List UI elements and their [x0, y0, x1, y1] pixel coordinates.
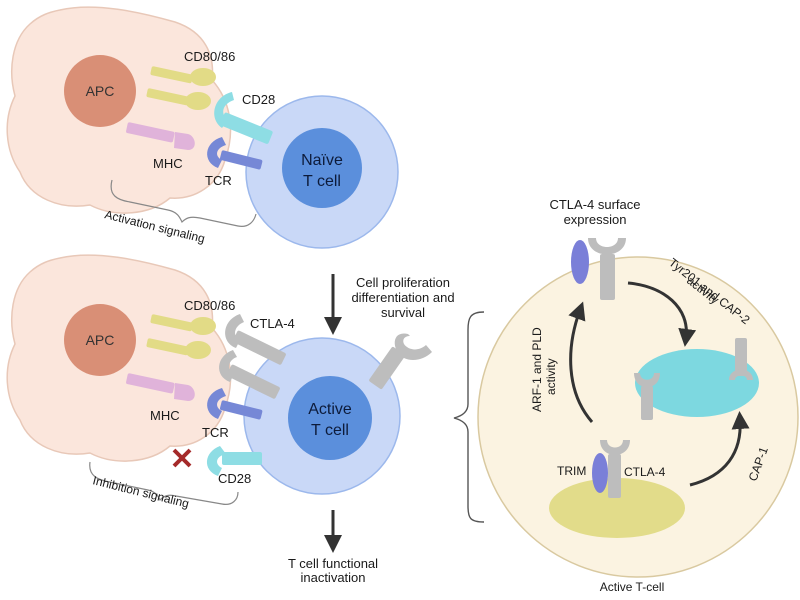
cd80-ligand-top-2 — [146, 88, 211, 110]
cell-proliferation-label-3: survival — [381, 305, 425, 320]
naive-t-cell-nucleus — [282, 128, 362, 208]
activation-brace — [110, 179, 257, 227]
apc-nucleus-bottom — [64, 304, 136, 376]
cd80-ligand-top-1 — [150, 66, 216, 86]
outcome-label-1: T cell functional — [288, 556, 378, 571]
ctla4-receptor-bottom-1 — [225, 314, 286, 365]
arrow-surface-to-cytoplasm — [627, 281, 697, 347]
inhibition-brace — [89, 461, 239, 505]
active-t-cell-label-2: T cell — [311, 422, 349, 439]
internal-ctla4-receptor-2 — [729, 338, 753, 380]
active-t-cell-label-1: Active — [308, 401, 352, 418]
surface-expression-label-2: expression — [564, 212, 627, 227]
apc-label-top: APC — [86, 83, 115, 99]
inhibition-signaling-label: Inhibition signaling — [91, 473, 190, 510]
arrow-trim-to-surface — [568, 301, 594, 423]
cd28-label-top: CD28 — [242, 92, 275, 107]
tcr-label-top: TCR — [205, 173, 232, 188]
tcr-receptor-bottom — [207, 388, 263, 420]
cd28-label-bottom: CD28 — [218, 471, 251, 486]
cytoplasm-region — [635, 349, 759, 417]
cd28-receptor-bottom — [206, 446, 262, 476]
outcome-label-2: inactivation — [300, 570, 365, 585]
cd28-receptor-top — [214, 92, 273, 144]
activation-signaling-label: Activation signaling — [103, 207, 206, 245]
tcr-receptor-top — [207, 137, 263, 170]
cell-proliferation-label-1: Cell proliferation — [356, 275, 450, 290]
trim-label: TRIM — [557, 464, 586, 478]
mhc-molecule-top — [126, 122, 195, 150]
surface-trim-oval — [571, 240, 589, 284]
cell-proliferation-label-2: differentiation and — [351, 290, 454, 305]
mhc-label-bottom: MHC — [150, 408, 180, 423]
trim-ctla4-label: CTLA-4 — [624, 465, 666, 479]
inhibit-x-icon — [172, 448, 192, 468]
active-t-cell-nucleus — [288, 376, 372, 460]
apc-label-bottom: APC — [86, 332, 115, 348]
linking-brace — [453, 311, 485, 523]
mhc-molecule-bottom — [126, 373, 195, 401]
apc-nucleus-top — [64, 55, 136, 127]
surface-ctla4-receptor — [588, 238, 626, 300]
arf1-label-2: activity — [544, 358, 558, 395]
arf1-label-1: ARF-1 and PLD — [530, 327, 544, 412]
trim-molecule — [592, 453, 608, 493]
cd80-label-top: CD80/86 — [184, 49, 235, 64]
internal-ctla4-receptor-1 — [634, 373, 660, 420]
cd80-ligand-bottom-1 — [150, 314, 216, 335]
ctla4-receptor-bottom-2 — [219, 350, 280, 399]
ctla4-label-bottom: CTLA-4 — [250, 316, 295, 331]
ctla4-free-receptor — [369, 333, 432, 390]
trim-ctla4-receptor — [600, 440, 630, 498]
arrow-trim-to-cytoplasm — [689, 411, 750, 487]
cd80-label-bottom: CD80/86 — [184, 298, 235, 313]
cd80-ligand-bottom-2 — [146, 338, 211, 359]
naive-t-cell-label-1: Naïve — [301, 152, 343, 169]
surface-expression-label-1: CTLA-4 surface — [549, 197, 640, 212]
active-t-cell-caption: Active T-cell — [600, 580, 664, 594]
trim-region — [549, 478, 685, 538]
mhc-label-top: MHC — [153, 156, 183, 171]
naive-t-cell-label-2: T cell — [303, 173, 341, 190]
tcr-label-bottom: TCR — [202, 425, 229, 440]
